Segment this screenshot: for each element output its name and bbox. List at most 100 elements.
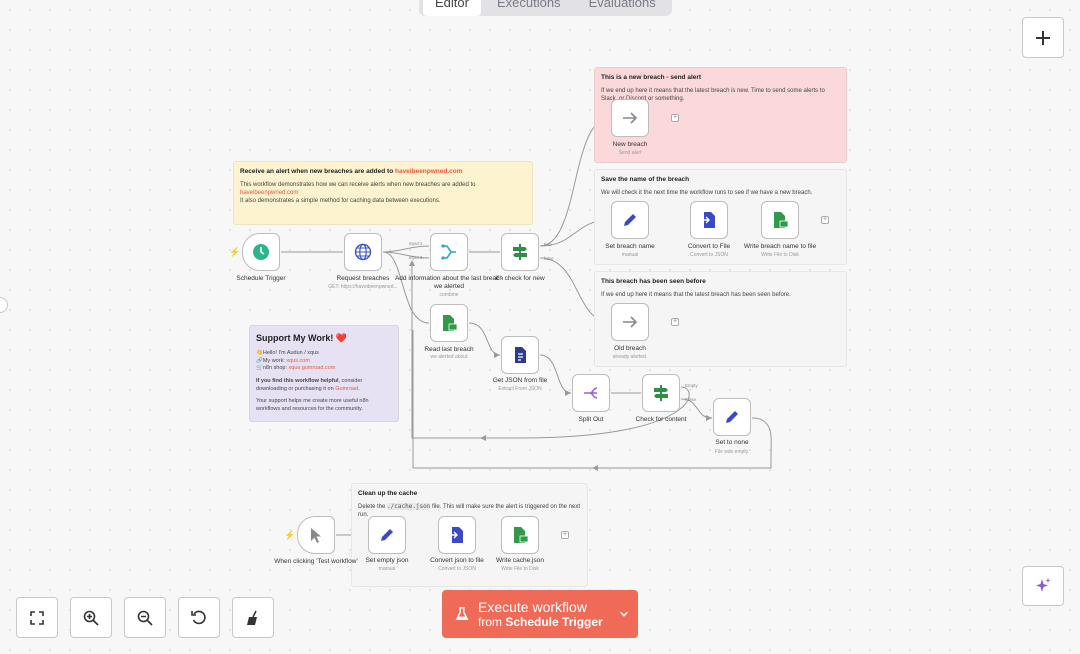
node-set-to-none-label: Set to none xyxy=(715,439,749,446)
node-merge-label: Add information about the last breach we… xyxy=(394,275,504,290)
sticky-intro-title-link[interactable]: haveibeenpwned.com xyxy=(394,168,463,175)
pin-false: false xyxy=(544,256,554,261)
node-new-breach-sub: Send alert xyxy=(618,150,642,156)
sticky-support-work-label: 🔗My work: xyxy=(256,357,287,364)
node-split-out[interactable] xyxy=(572,374,610,412)
sticky-cleanup-prefix: Delete the xyxy=(358,503,388,510)
clock-icon xyxy=(253,244,269,260)
node-if-check[interactable] xyxy=(501,233,539,271)
node-get-json-sub: Extract From JSON xyxy=(498,386,542,392)
node-check-content[interactable] xyxy=(642,374,680,412)
tidy-up-button[interactable] xyxy=(232,597,274,638)
node-split-out-label: Split Out xyxy=(578,416,604,423)
node-merge[interactable] xyxy=(430,233,468,271)
node-write-cache[interactable] xyxy=(501,516,539,554)
node-convert-json-file-label: Convert json to file xyxy=(430,557,484,564)
node-get-json-label: Get JSON from file xyxy=(492,377,548,384)
sticky-intro-title: Receive an alert when new breaches are a… xyxy=(240,168,395,175)
signpost-icon xyxy=(513,244,527,260)
node-merge-sub: combine xyxy=(439,292,459,298)
node-set-breach-name[interactable] xyxy=(611,201,649,239)
sticky-support-work-link[interactable]: xqus.com xyxy=(286,357,310,364)
node-convert-to-file-sub: Convert to JSON xyxy=(690,252,728,258)
node-convert-to-file[interactable] xyxy=(690,201,728,239)
node-convert-to-file-label: Convert to File xyxy=(687,243,731,250)
sticky-support-shop-label: 🛒n8n shop: xyxy=(256,364,289,371)
sticky-new-breach-body: If we end up here it means that the late… xyxy=(601,87,825,102)
node-set-empty-json-label: Set empty json xyxy=(365,557,409,564)
node-write-breach-name-sub: Write File to Disk xyxy=(761,252,799,258)
execute-from-node: Schedule Trigger xyxy=(505,615,603,629)
execute-workflow-button[interactable]: Execute workflow from Schedule Trigger xyxy=(442,590,638,638)
sticky-intro[interactable]: Receive an alert when new breaches are a… xyxy=(233,161,533,225)
split-icon xyxy=(584,387,598,399)
node-schedule-trigger[interactable] xyxy=(242,233,280,271)
pin-empty: Empty xyxy=(685,383,698,388)
node-read-last-breach-label: Read last breach xyxy=(424,346,474,353)
node-old-breach[interactable] xyxy=(611,303,649,341)
add-node-plus-icon[interactable]: + xyxy=(671,318,679,326)
add-node-plus-icon[interactable]: + xyxy=(821,216,829,224)
node-if-check-label: If - check for new xyxy=(495,275,545,282)
file-read-icon xyxy=(443,315,458,331)
node-manual-trigger-label: When clicking 'Test workflow' xyxy=(274,558,358,565)
sticky-intro-link[interactable]: haveibeenpwned.com xyxy=(240,189,299,196)
add-node-button[interactable] xyxy=(1022,17,1064,58)
execute-trigger-dropdown[interactable] xyxy=(610,590,638,638)
node-set-breach-name-label: Set breach name xyxy=(605,243,655,250)
arrow-right-icon xyxy=(623,112,638,124)
node-check-content-label: Check for content xyxy=(635,416,687,423)
file-extract-icon xyxy=(515,347,526,363)
sticky-support-footer: Your support helps me create more useful… xyxy=(256,398,369,412)
node-old-breach-sub: already alerted. xyxy=(612,354,648,360)
sticky-intro-line1: This workflow demonstrates how we can re… xyxy=(240,181,476,188)
node-new-breach[interactable] xyxy=(611,99,649,137)
sticky-intro-line2: It also demonstrates a simple method for… xyxy=(240,197,441,204)
zoom-out-button[interactable] xyxy=(124,597,166,638)
sticky-cleanup-code: ./cache.json xyxy=(387,502,431,510)
node-request-breaches[interactable] xyxy=(344,233,382,271)
sticky-support-hello: 👋Hello! I'm Audun / xqus xyxy=(256,350,319,357)
tab-editor[interactable]: Editor xyxy=(423,0,481,16)
file-convert-icon xyxy=(449,527,463,543)
sticky-support[interactable]: Support My Work! ❤️ 👋Hello! I'm Audun / … xyxy=(249,325,399,422)
sticky-support-shop-link[interactable]: xqus.gumroad.com xyxy=(288,364,336,371)
node-request-breaches-sub: GET: https://haveibeenpwned... xyxy=(328,284,398,290)
trigger-bolt-icon: ⚡ xyxy=(284,530,296,540)
sticky-support-helpful-end: . xyxy=(358,385,360,392)
node-manual-trigger[interactable] xyxy=(297,516,335,554)
flask-icon xyxy=(455,607,469,621)
node-write-breach-name-label: Write breach name to file xyxy=(743,243,817,250)
add-node-plus-icon[interactable]: + xyxy=(561,531,569,539)
sticky-support-gumroad-link[interactable]: Gumroad xyxy=(335,385,359,392)
pencil-icon xyxy=(726,411,738,423)
node-write-breach-name[interactable] xyxy=(761,201,799,239)
node-convert-json-file-sub: Convert to JSON xyxy=(438,566,476,572)
merge-icon xyxy=(441,244,456,260)
sticky-new-breach-title: This is a new breach - send alert xyxy=(601,74,702,81)
ask-ai-button[interactable] xyxy=(1022,566,1064,606)
sparkle-icon xyxy=(1036,578,1051,592)
arrow-right-icon xyxy=(623,316,638,328)
node-set-to-none-sub: File was empty. xyxy=(714,449,750,455)
zoom-in-button[interactable] xyxy=(70,597,112,638)
sticky-save-name-title: Save the name of the breach xyxy=(601,176,690,183)
sticky-support-helpful-rest: , consider downloading or purchasing it … xyxy=(256,378,363,392)
reset-zoom-button[interactable] xyxy=(178,597,220,638)
tab-evaluations[interactable]: Evaluations xyxy=(588,0,656,10)
view-tabs: Editor Executions Evaluations xyxy=(419,0,672,16)
tab-executions[interactable]: Executions xyxy=(496,0,561,10)
add-node-plus-icon[interactable]: + xyxy=(671,114,679,122)
trigger-bolt-icon: ⚡ xyxy=(229,247,241,257)
node-set-empty-json[interactable] xyxy=(368,516,406,554)
zoom-to-fit-button[interactable] xyxy=(16,597,58,638)
sticky-seen-before-body: If we end up here it means that the late… xyxy=(601,291,791,298)
node-set-to-none[interactable] xyxy=(713,398,751,436)
node-old-breach-label: Old breach xyxy=(614,345,646,352)
node-convert-json-file[interactable] xyxy=(438,516,476,554)
node-get-json[interactable] xyxy=(501,336,539,374)
node-read-last-breach[interactable] xyxy=(430,304,468,342)
execute-workflow-title: Execute workflow xyxy=(478,599,587,615)
globe-icon xyxy=(354,243,372,261)
pin-filled: False xyxy=(685,397,697,402)
